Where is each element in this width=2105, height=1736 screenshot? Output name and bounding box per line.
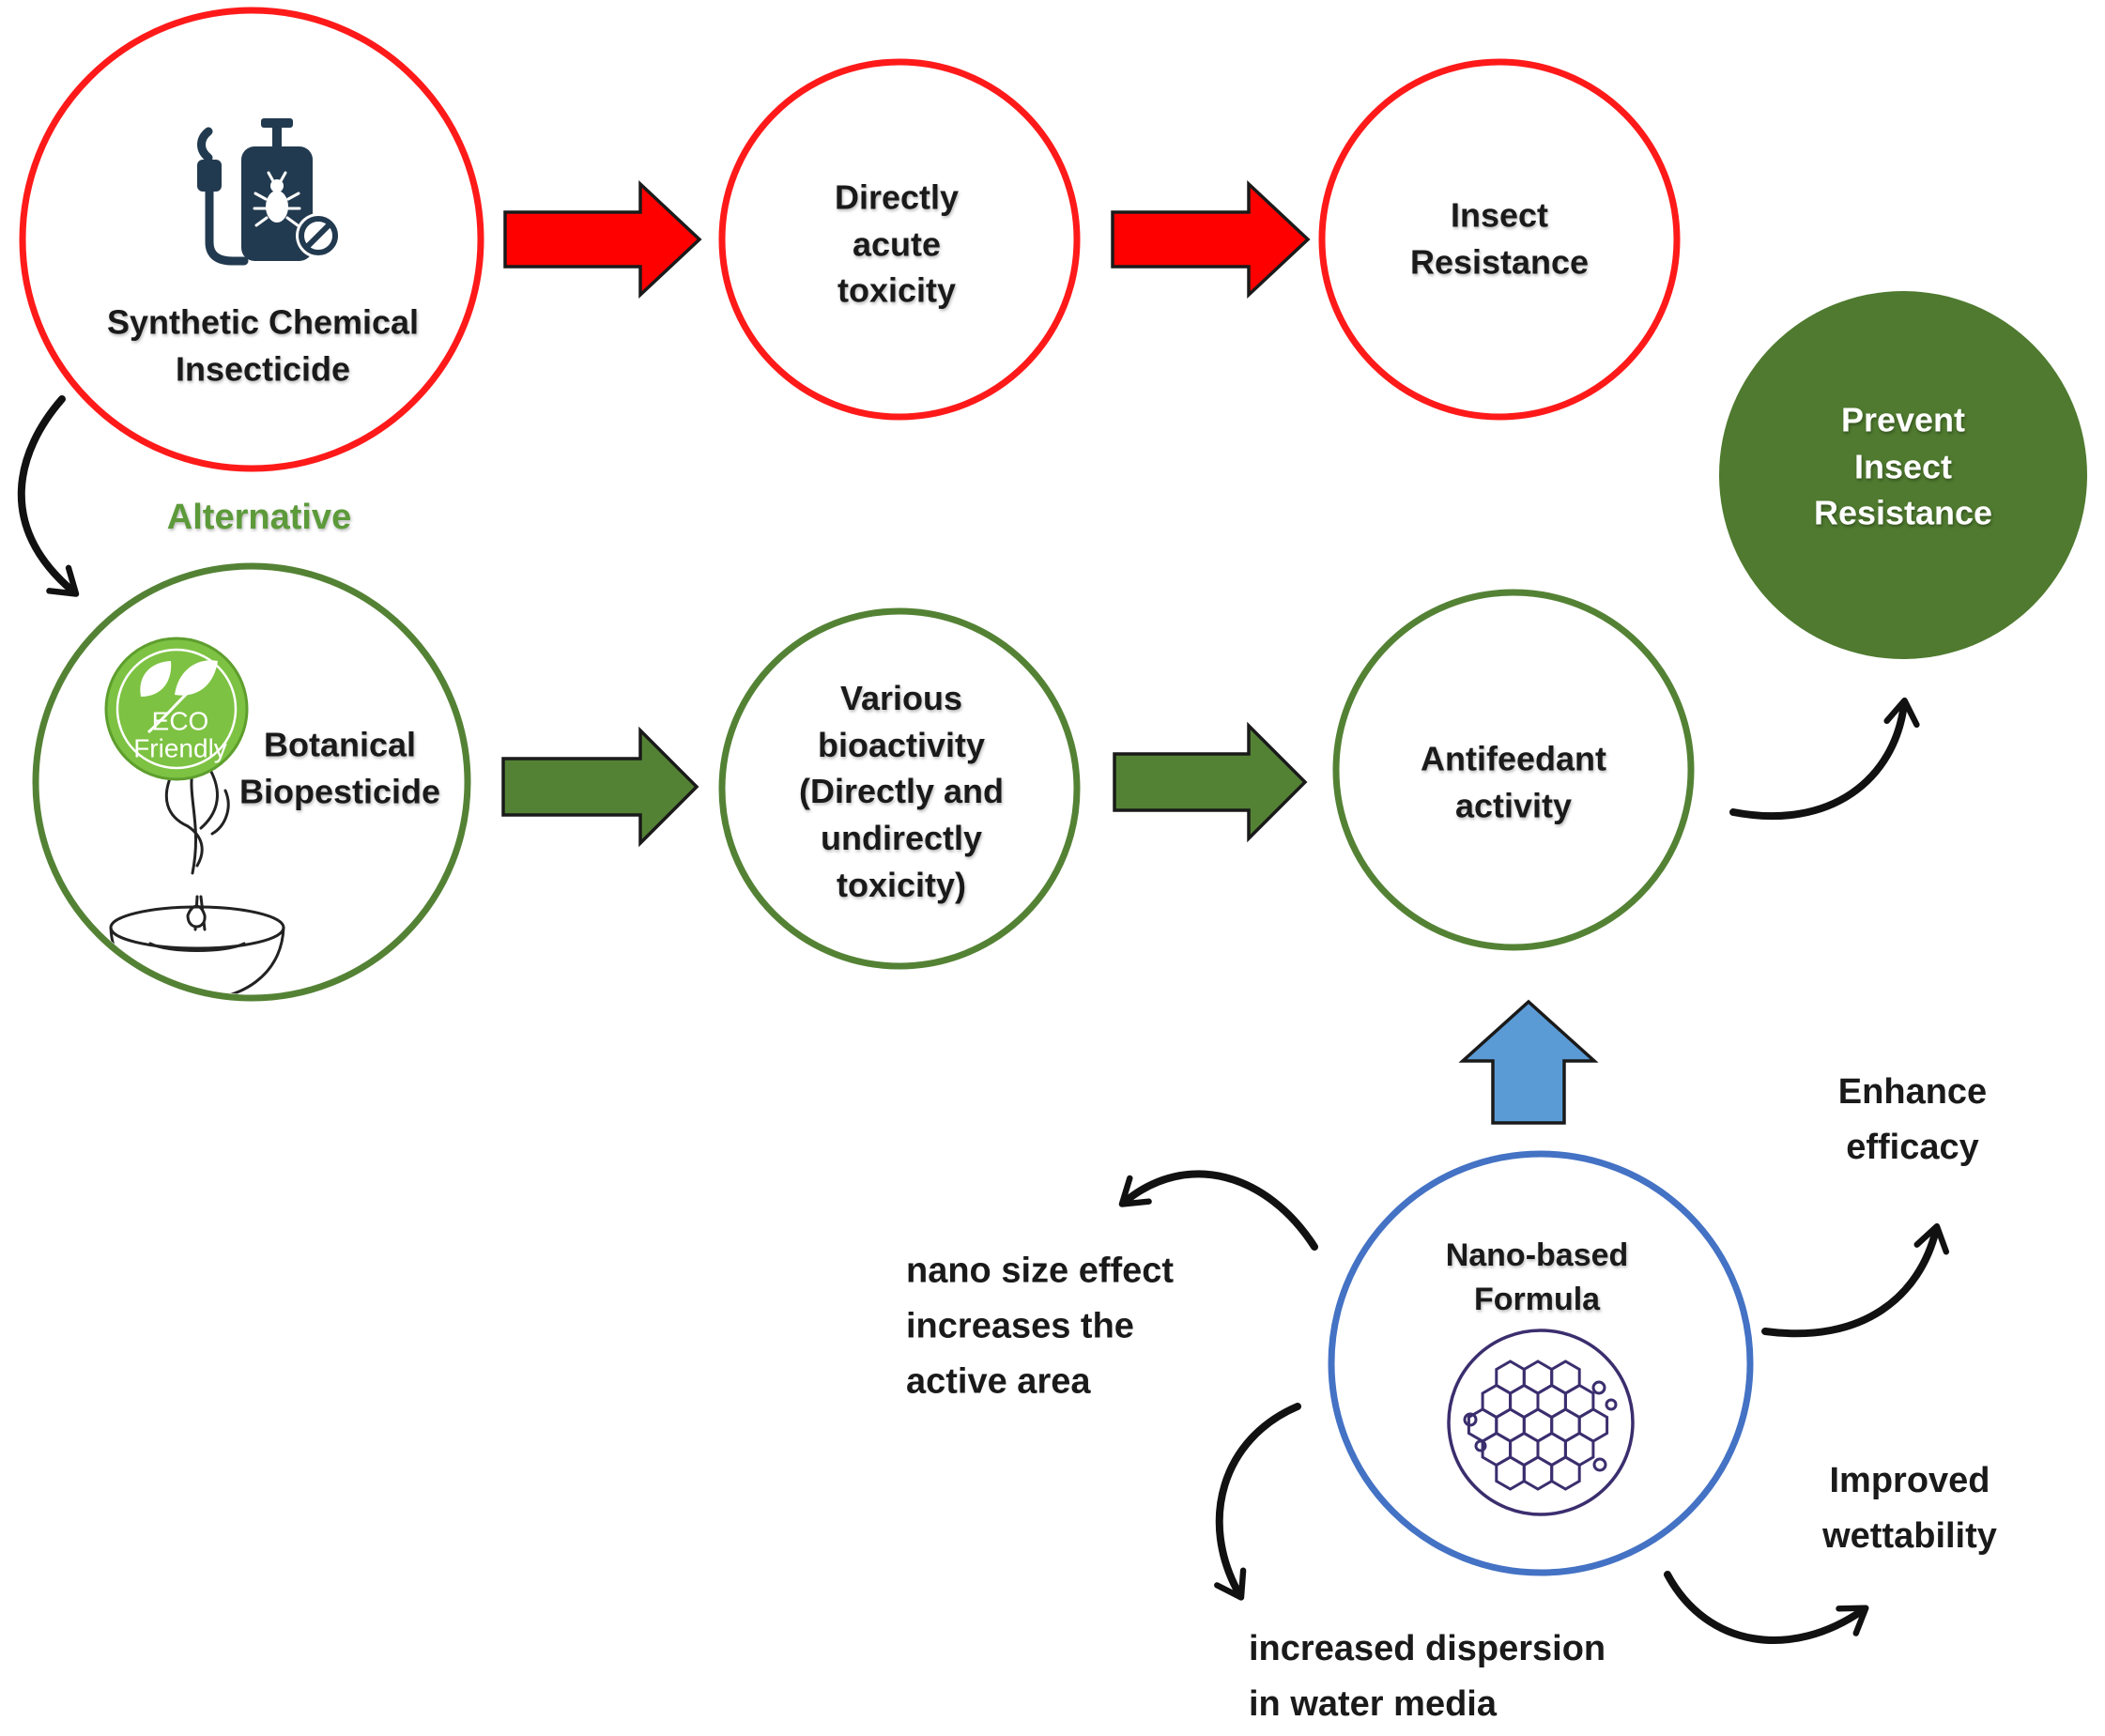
green-arrow-2 xyxy=(1113,721,1308,843)
antifeedant-circle xyxy=(1332,589,1695,951)
eco-friendly-badge-icon xyxy=(104,637,249,781)
enhance-efficacy-label: Enhance efficacy xyxy=(1838,1065,1987,1175)
bioactivity-line-1: Various xyxy=(839,678,963,717)
eco-badge-text: ECO Friendly xyxy=(133,706,227,763)
synthetic-line-2: Insecticide xyxy=(175,349,351,388)
prevent-resistance-label: Prevent Insect Resistance xyxy=(1814,396,1992,536)
nano-formula-label: Nano-based Formula xyxy=(1446,1234,1629,1322)
alternative-curved-arrow xyxy=(17,395,80,597)
plant-bowl-icon xyxy=(109,768,285,994)
wettability-line-2: wettability xyxy=(1822,1516,1997,1556)
no-symbol-icon xyxy=(296,213,341,258)
dispersion-line-2: in water media xyxy=(1249,1684,1497,1724)
antifeedant-line-1: Antifeedant xyxy=(1421,739,1606,778)
acute-line-1: Directly xyxy=(834,177,960,217)
resistance-line-1: Insect xyxy=(1450,195,1549,235)
acute-line-3: toxicity xyxy=(837,270,957,310)
botanical-biopesticide-label: Botanical Biopesticide xyxy=(239,721,440,814)
acute-toxicity-circle xyxy=(718,58,1081,421)
enhance-curved-arrow xyxy=(1761,1222,1950,1338)
enhance-line-1: Enhance xyxy=(1837,1072,1988,1113)
antifeedant-line-2: activity xyxy=(1454,786,1573,824)
green-arrow-1 xyxy=(501,726,699,848)
improved-wettability-label: Improved wettability xyxy=(1822,1453,1997,1564)
prevent-curved-arrow xyxy=(1729,697,1920,821)
bioactivity-line-2: bioactivity xyxy=(817,725,986,764)
prevent-line-3: Resistance xyxy=(1813,493,1993,532)
alternative-label: Alternative xyxy=(166,497,352,537)
dispersion-curved-arrow xyxy=(1214,1403,1301,1601)
bioactivity-label: Various bioactivity (Directly and undire… xyxy=(799,675,1004,908)
eco-badge-line-2: Friendly xyxy=(133,734,227,763)
eco-badge-line-1: ECO xyxy=(151,706,209,736)
nano-hexagon-icon xyxy=(1447,1329,1635,1516)
prevent-line-1: Prevent xyxy=(1840,400,1966,439)
botanical-line-1: Botanical xyxy=(263,725,417,764)
wettability-curved-arrow xyxy=(1664,1571,1869,1644)
wettability-line-1: Improved xyxy=(1829,1461,1990,1501)
nanosize-curved-arrow xyxy=(1118,1170,1318,1251)
nano-line-2: Formula xyxy=(1473,1282,1601,1317)
acute-line-2: acute xyxy=(852,224,942,264)
acute-toxicity-label: Directly acute toxicity xyxy=(835,174,959,314)
nano-size-effect-label: nano size effect increases the active ar… xyxy=(906,1244,1174,1410)
insect-resistance-circle xyxy=(1318,58,1681,421)
resistance-line-2: Resistance xyxy=(1409,242,1590,281)
bioactivity-line-5: toxicity) xyxy=(836,865,967,904)
hexagon-cell xyxy=(1550,1455,1581,1491)
dispersion-line-1: increased dispersion xyxy=(1249,1629,1606,1669)
synthetic-insecticide-label: Synthetic Chemical Insecticide xyxy=(107,299,419,392)
blue-up-arrow xyxy=(1458,999,1599,1125)
increased-dispersion-label: increased dispersion in water media xyxy=(1249,1621,1606,1732)
nanosize-line-1: nano size effect xyxy=(906,1251,1175,1291)
botanical-line-2: Biopesticide xyxy=(238,772,441,810)
bioactivity-line-3: (Directly and xyxy=(798,772,1005,811)
nanosize-line-3: active area xyxy=(906,1361,1091,1402)
antifeedant-label: Antifeedant activity xyxy=(1421,735,1606,828)
red-arrow-2 xyxy=(1111,179,1311,300)
prevent-resistance-circle xyxy=(1719,291,2087,659)
prevent-line-2: Insect xyxy=(1853,447,1953,486)
sprayer-icon xyxy=(197,118,341,266)
nanosize-line-2: increases the xyxy=(906,1306,1134,1346)
bioactivity-circle xyxy=(718,607,1081,970)
bug-icon xyxy=(253,171,301,227)
insect-resistance-label: Insect Resistance xyxy=(1410,192,1589,284)
red-arrow-1 xyxy=(503,179,702,300)
synthetic-line-1: Synthetic Chemical xyxy=(106,302,420,342)
nano-line-1: Nano-based xyxy=(1445,1237,1629,1274)
enhance-line-2: efficacy xyxy=(1846,1128,1979,1167)
bioactivity-line-4: undirectly xyxy=(820,818,983,857)
